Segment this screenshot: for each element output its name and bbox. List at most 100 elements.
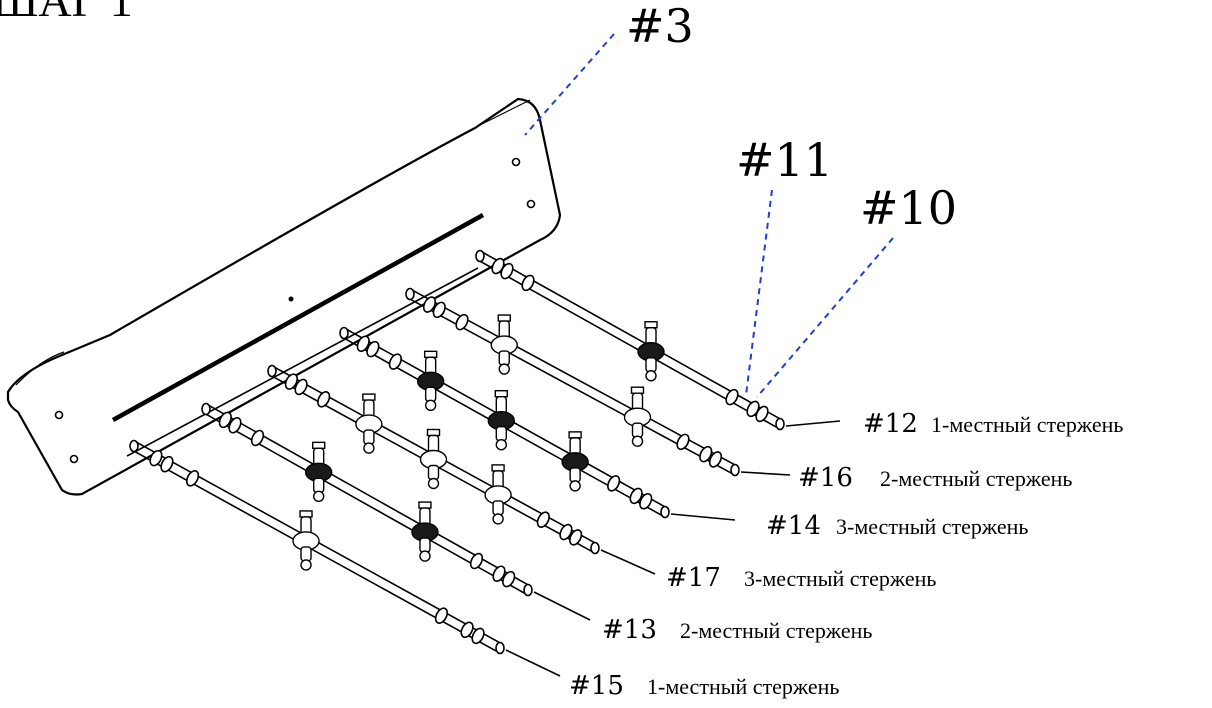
leader-part3: [524, 33, 615, 136]
player-figure: [490, 314, 518, 375]
rod-bushing: [434, 607, 449, 624]
rod-label: 1-местный стержень: [931, 412, 1123, 437]
rod-leader: [785, 420, 841, 427]
leader-part10: [756, 237, 894, 398]
panel-hole: [526, 199, 536, 209]
rod-leader: [740, 471, 791, 476]
player-figure: [561, 431, 589, 492]
callout-part11: #11: [736, 133, 833, 187]
rod-end: [405, 287, 415, 301]
panel-hole: [54, 410, 64, 420]
rod-assembly: [267, 364, 656, 575]
rod-label: 2-местный стержень: [680, 618, 872, 643]
rod-label: 2-местный стержень: [880, 466, 1072, 491]
rod-assembly: [129, 439, 561, 677]
rod-end: [129, 439, 139, 453]
rod-label: 1-местный стержень: [647, 674, 839, 699]
rod-assembly: [475, 249, 841, 431]
rod-bushing: [755, 405, 769, 423]
rod-assembly: [405, 287, 791, 477]
callout-part3: #3: [626, 0, 694, 53]
rod-leader: [670, 513, 736, 521]
player-figure: [419, 428, 448, 490]
rod-bushing: [676, 433, 690, 451]
rod-bushing: [356, 335, 370, 352]
rod-bushing: [388, 353, 402, 370]
rod-bushing: [492, 565, 506, 582]
rod-label: 3-местный стержень: [744, 566, 936, 591]
rod-assembly: [201, 402, 591, 621]
player-figure: [637, 321, 665, 382]
player-figure: [623, 386, 652, 447]
rod-label: 3-местный стержень: [836, 514, 1028, 539]
rod-bushing: [160, 455, 174, 473]
rods-layer: [129, 249, 841, 677]
rod-number: #14: [766, 511, 821, 541]
player-figure: [484, 464, 512, 525]
rod-bushing: [455, 313, 469, 331]
panel-slot: [111, 213, 485, 422]
callout-part10: #10: [860, 181, 957, 235]
player-figure: [487, 390, 515, 451]
rod-labels: #12 1-местный стержень #16 2-местный сте…: [569, 409, 1123, 701]
rod-number: #17: [666, 563, 721, 593]
rod-bushing: [629, 487, 643, 505]
rod-number: #13: [602, 615, 657, 645]
rod-bushing: [471, 627, 485, 645]
panel-hole: [511, 157, 521, 167]
rod-assembly: [339, 326, 736, 521]
player-figure: [411, 501, 439, 562]
rod-bushing: [460, 621, 474, 639]
rod-bushing: [699, 445, 713, 463]
rod-bushing: [317, 391, 331, 408]
rod-bushing: [559, 523, 573, 541]
rod-end: [495, 641, 505, 655]
player-figure: [305, 441, 333, 503]
rod-bushing: [725, 388, 739, 406]
rod-end: [267, 364, 277, 378]
side-panel: [6, 97, 562, 496]
rod-bushing: [218, 411, 232, 429]
rod-leader: [600, 549, 656, 575]
rod-leader: [505, 649, 561, 677]
player-figure: [355, 393, 383, 454]
rod-bushing: [284, 373, 298, 390]
player-figure: [416, 350, 445, 412]
rod-bushing: [366, 340, 380, 358]
rod-bushing: [432, 301, 446, 319]
panel-hole: [69, 454, 79, 464]
rod-bushing: [422, 296, 437, 313]
rod-end: [590, 541, 600, 555]
rod-number: #12: [863, 409, 918, 439]
rod-bushing: [185, 470, 200, 487]
rod-number: #15: [569, 671, 624, 701]
rod-end: [775, 417, 785, 431]
rod-leader: [533, 591, 591, 621]
rod-end: [475, 249, 485, 263]
rod-end: [339, 326, 349, 340]
player-figure: [292, 510, 320, 571]
rod-number: #16: [798, 463, 853, 493]
rod-bushing: [639, 493, 653, 510]
rod-bushing: [607, 475, 621, 492]
rod-bushing: [228, 417, 242, 434]
rod-bushing: [569, 529, 583, 546]
rod-bushing: [469, 552, 484, 570]
rod-bushing: [708, 451, 723, 468]
rod-end: [730, 463, 740, 477]
rod-bushing: [536, 511, 550, 528]
rod-end: [201, 402, 211, 416]
panel-hole: [288, 296, 294, 302]
rod-end: [523, 583, 533, 597]
rod-bushing: [149, 449, 163, 467]
rod-bushing: [502, 570, 516, 588]
rod-bushing: [500, 262, 514, 280]
leader-part11: [745, 189, 773, 396]
rod-end: [660, 505, 670, 519]
rod-bushing: [521, 274, 535, 292]
rod-bushing: [294, 378, 308, 396]
callout-leaders: [524, 33, 894, 398]
step-header: ШАГ 1: [0, 0, 133, 26]
